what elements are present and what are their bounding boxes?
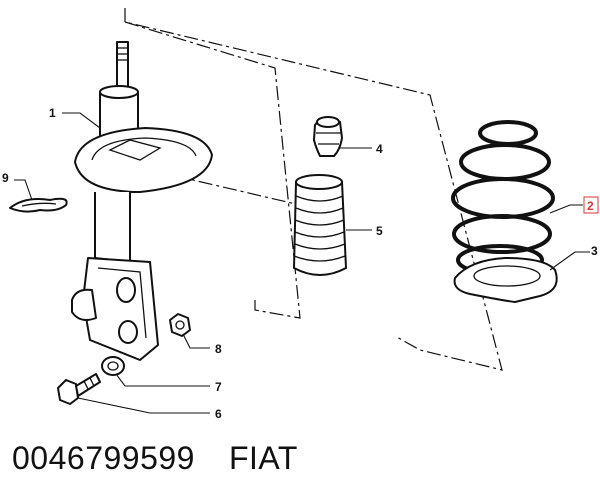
callout-2: 2 (587, 199, 594, 213)
protective-bellows (293, 174, 347, 276)
washer (101, 356, 125, 376)
callout-6: 6 (215, 407, 222, 421)
callout-labels: 1 2 3 4 5 6 7 8 9 (2, 106, 599, 421)
retaining-clip (9, 197, 68, 213)
callout-7: 7 (215, 380, 222, 394)
callout-8: 8 (215, 342, 222, 356)
part-caption: 0046799599 FIAT (12, 440, 332, 477)
coil-spring (451, 120, 555, 276)
leader-lines (14, 112, 590, 414)
bolt (57, 373, 101, 405)
callout-2-highlight-box (583, 196, 599, 214)
nut (169, 313, 191, 337)
callout-1: 1 (49, 106, 56, 120)
bump-stop (313, 116, 343, 157)
callout-4: 4 (376, 142, 383, 156)
shock-absorber-strut (71, 41, 213, 361)
spring-seat-pad (453, 257, 558, 303)
brand-name: FIAT (228, 440, 298, 476)
part-number: 0046799599 (12, 440, 195, 476)
callout-5: 5 (376, 224, 383, 238)
callout-3: 3 (591, 244, 598, 258)
callout-9: 9 (2, 171, 9, 185)
